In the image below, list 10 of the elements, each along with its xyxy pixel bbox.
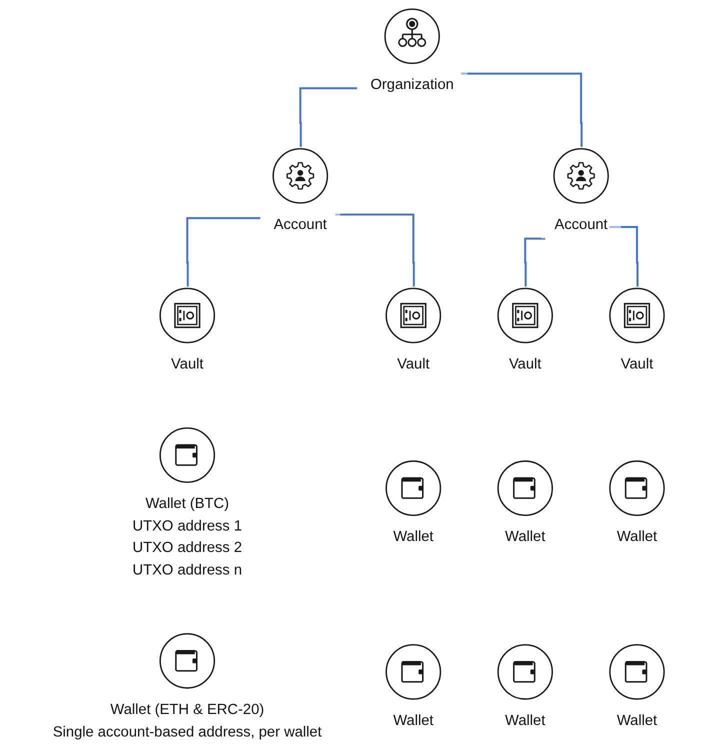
- node-text: Vault: [171, 356, 204, 372]
- connector: [186, 217, 261, 288]
- node-text: Vault: [397, 356, 430, 372]
- node-text: Vault: [620, 356, 654, 372]
- connector: [608, 226, 638, 288]
- connector: [335, 214, 415, 288]
- connector: [461, 72, 583, 148]
- connector: [524, 238, 546, 288]
- node-text: Vault: [508, 356, 542, 372]
- connector: [299, 87, 358, 148]
